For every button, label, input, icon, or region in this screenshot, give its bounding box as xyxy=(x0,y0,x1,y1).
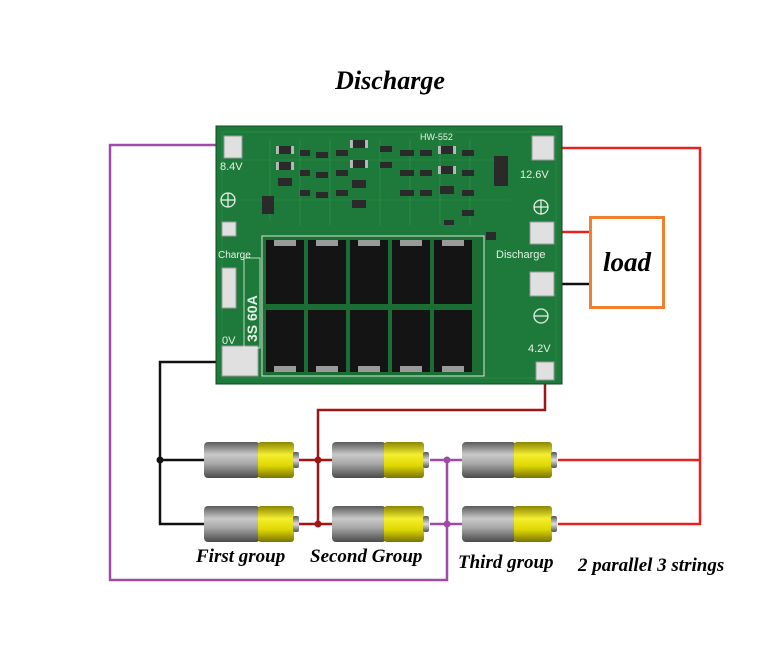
bms-board: HW-552 8.4V 12.6V Charge Discharge 4.2V … xyxy=(215,125,563,385)
board-rating-label: 3S 60A xyxy=(244,295,260,342)
mosfet-icon xyxy=(434,310,472,372)
mosfet-icon xyxy=(266,240,304,304)
wire-12v6 xyxy=(548,146,702,526)
battery-cell-icon xyxy=(332,442,429,478)
caption-config: 2 parallel 3 strings xyxy=(578,555,725,576)
pin-label-8v4: 8.4V xyxy=(220,161,243,173)
load-box: load xyxy=(589,216,665,309)
pad-0v xyxy=(221,345,259,377)
mosfet-tabs xyxy=(274,240,464,372)
pad-discharge-neg xyxy=(529,271,555,297)
minus-icon xyxy=(533,308,549,324)
battery-cell-icon xyxy=(332,506,429,542)
battery-group-second xyxy=(332,442,429,542)
battery-cell-icon xyxy=(462,506,557,542)
plus-icon xyxy=(533,199,549,215)
smd-components xyxy=(262,140,508,240)
mosfet-icon xyxy=(392,310,430,372)
mosfet-icon xyxy=(266,310,304,372)
pin-label-12v6: 12.6V xyxy=(520,169,549,181)
pad-charge xyxy=(221,221,237,237)
wire-4v2 xyxy=(316,378,547,524)
junction-8v4-bot xyxy=(443,520,451,528)
battery-group-first xyxy=(204,442,299,542)
mosfet-icon xyxy=(308,310,346,372)
caption-third-group: Third group xyxy=(458,552,554,573)
junction-4v2-top xyxy=(314,456,322,464)
plus-icon xyxy=(220,192,236,208)
smd-pads xyxy=(276,140,456,174)
junction-8v4-top xyxy=(443,456,451,464)
battery-cell-icon xyxy=(462,442,557,478)
battery-cell-icon xyxy=(204,442,299,478)
pin-label-discharge: Discharge xyxy=(496,249,546,261)
mosfet-row-bottom xyxy=(266,310,472,372)
pin-label-charge: Charge xyxy=(218,250,251,261)
mosfet-icon xyxy=(350,310,388,372)
pad-b-minus xyxy=(221,267,237,309)
caption-first-group: First group xyxy=(196,546,286,567)
mosfet-row-top xyxy=(266,240,472,304)
mosfet-icon xyxy=(434,240,472,304)
pad-12v6 xyxy=(531,135,555,161)
battery-cell-icon xyxy=(204,506,299,542)
mosfet-icon xyxy=(308,240,346,304)
pad-discharge-pos xyxy=(529,221,555,245)
battery-group-third xyxy=(462,442,557,542)
diagram-title: Discharge xyxy=(335,66,445,95)
pad-8v4 xyxy=(223,135,243,159)
wire-0v xyxy=(158,360,235,526)
pin-label-4v2: 4.2V xyxy=(528,343,551,355)
mosfet-icon xyxy=(350,240,388,304)
junction-0v xyxy=(156,456,164,464)
mosfet-icon xyxy=(392,240,430,304)
pad-4v2 xyxy=(535,361,555,381)
pin-label-0v: 0V xyxy=(222,335,236,347)
board-model-label: HW-552 xyxy=(420,132,453,142)
junction-4v2-bot xyxy=(314,520,322,528)
caption-second-group: Second Group xyxy=(310,546,423,567)
load-label: load xyxy=(602,247,651,277)
